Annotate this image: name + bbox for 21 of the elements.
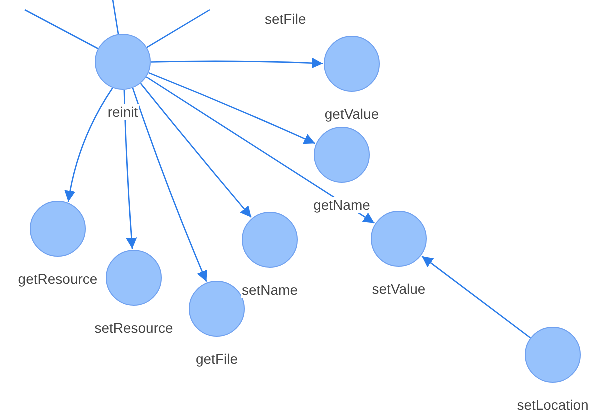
node-label: getName (312, 197, 372, 213)
node-label: setFile (265, 11, 306, 27)
node-label: getResource (17, 271, 99, 287)
arrow (140, 83, 252, 218)
node-label: reinit (106, 104, 140, 120)
connector-line (112, 0, 120, 34)
arrow (148, 72, 316, 144)
node-label: setResource (94, 320, 174, 336)
node-label: setName (240, 282, 300, 298)
node-label: getValue (324, 106, 380, 122)
node-label: setValue (371, 281, 427, 297)
arrow (132, 88, 208, 282)
node-label: getFile (194, 351, 240, 367)
arrow (422, 256, 532, 339)
node-label: setLocation (516, 397, 590, 412)
arrow (124, 90, 138, 250)
connector-line (146, 9, 210, 48)
connector-line (24, 9, 99, 50)
arrow (150, 58, 324, 69)
arrow (64, 88, 114, 202)
arrow (146, 76, 375, 224)
